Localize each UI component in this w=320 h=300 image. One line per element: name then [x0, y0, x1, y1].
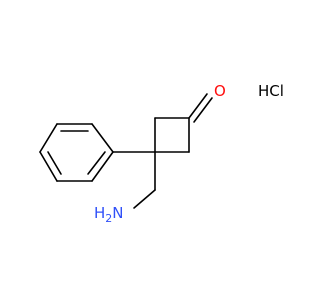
carbonyl-bond-line — [188, 93, 208, 119]
ring-bond — [91, 123, 114, 153]
hcl-label: HCl — [258, 82, 284, 100]
carbonyl-bond-line — [193, 97, 213, 123]
ring-bond — [91, 151, 114, 182]
amine-hydrogen: H — [94, 204, 105, 222]
cyclobutanone-ring — [154, 117, 190, 153]
methylene-to-nitrogen-bond — [133, 189, 156, 209]
phenyl-ring — [39, 123, 114, 182]
ring-bond — [39, 123, 58, 153]
oxygen-label: O — [214, 82, 226, 100]
amine-nitrogen: N — [112, 204, 123, 222]
ring-bond — [39, 151, 58, 182]
amine-subscript: 2 — [105, 212, 112, 225]
aromatic-inner-bond — [47, 151, 62, 175]
amine-label: H2N — [94, 204, 124, 225]
aromatic-inner-bond — [87, 151, 106, 175]
carbonyl-double-bond — [188, 93, 213, 123]
structure-diagram: O HCl H2N — [39, 82, 284, 225]
